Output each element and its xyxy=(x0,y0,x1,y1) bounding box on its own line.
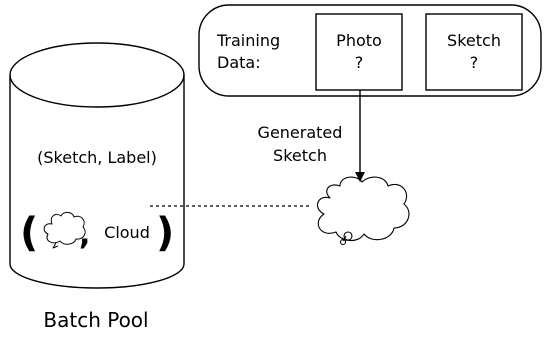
generated-sketch-label-line2: Sketch xyxy=(273,146,327,165)
generated-cloud-sketch-icon xyxy=(316,176,410,246)
training-data-label-line2: Data: xyxy=(217,53,261,72)
batch-pool-caption: Batch Pool xyxy=(43,308,148,332)
close-paren: ) xyxy=(156,210,174,256)
sketch-value: ? xyxy=(470,53,479,72)
photo-value: ? xyxy=(355,53,364,72)
down-arrow xyxy=(355,90,365,182)
photo-label: Photo xyxy=(336,31,382,50)
batch-pool-cylinder xyxy=(9,42,185,289)
open-paren: ( xyxy=(20,210,38,256)
generated-sketch-label-line1: Generated xyxy=(258,123,343,142)
comma: , xyxy=(79,217,90,252)
pair-text: (Sketch, Label) xyxy=(37,148,157,167)
sketch-box xyxy=(425,13,523,91)
training-data-label-line1: Training xyxy=(216,31,280,50)
training-data-box xyxy=(198,4,542,97)
small-cloud-sketch-icon xyxy=(43,211,86,249)
label-text: Cloud xyxy=(104,223,150,242)
sketch-label: Sketch xyxy=(447,31,501,50)
photo-box xyxy=(315,13,403,91)
